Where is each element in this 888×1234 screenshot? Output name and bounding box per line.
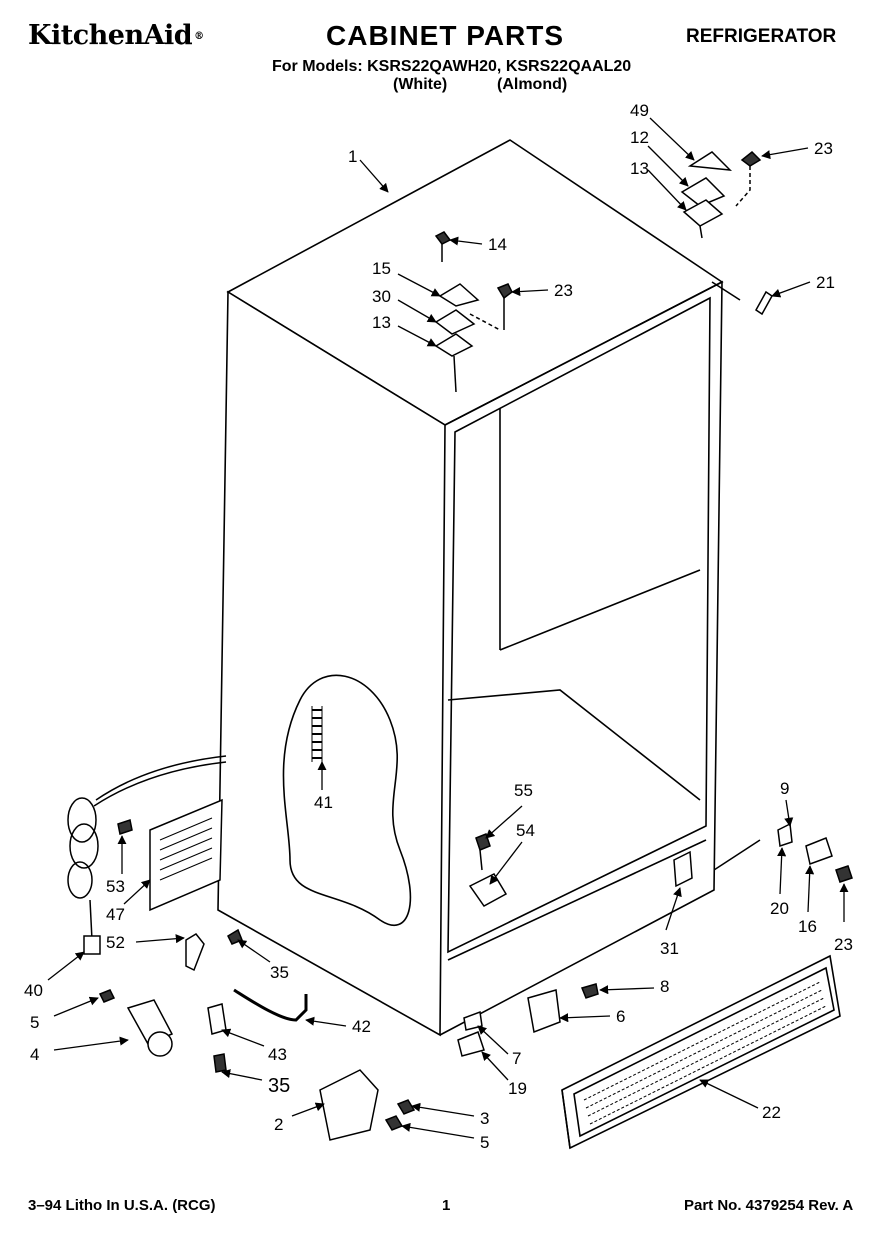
model-numbers: For Models: KSRS22QAWH20, KSRS22QAAL20: [272, 58, 632, 75]
callout-47: 47: [106, 905, 125, 924]
callout-30: 30: [372, 287, 391, 306]
callout-35: 35: [268, 1075, 290, 1097]
top-hinge-right: [680, 150, 762, 239]
callout-13: 13: [372, 313, 391, 332]
callout-2: 2: [274, 1115, 283, 1134]
callout-5: 5: [480, 1133, 489, 1152]
callout-15: 15: [372, 259, 391, 278]
callout-52: 52: [106, 933, 125, 952]
callout-labels: 1 49 12 13 23 14 15 23 30 13 21 41 55 54…: [24, 101, 853, 1152]
callout-31: 31: [660, 939, 679, 958]
callout-35: 35: [270, 963, 289, 982]
brand-name: KitchenAid: [28, 20, 193, 51]
callout-54: 54: [516, 821, 535, 840]
page-title: CABINET PARTS: [326, 20, 565, 51]
top-right-pin: [755, 290, 773, 316]
variant-white: (White): [393, 76, 448, 93]
callout-3: 3: [480, 1109, 489, 1128]
power-cord-assembly: [67, 755, 227, 955]
callout-16: 16: [798, 917, 817, 936]
footer-print-info: 3–94 Litho In U.S.A. (RCG): [28, 1197, 216, 1214]
callout-9: 9: [780, 779, 789, 798]
callout-20: 20: [770, 899, 789, 918]
callout-43: 43: [268, 1045, 287, 1064]
top-hinge-left: [434, 231, 513, 393]
callout-49: 49: [630, 101, 649, 120]
footer-part-number: Part No. 4379254 Rev. A: [684, 1197, 854, 1214]
callout-8: 8: [660, 977, 669, 996]
callout-22: 22: [762, 1103, 781, 1122]
callout-23: 23: [554, 281, 573, 300]
appliance-category: REFRIGERATOR: [686, 26, 837, 47]
right-lower-parts: [713, 822, 853, 883]
callout-23: 23: [814, 139, 833, 158]
callout-14: 14: [488, 235, 507, 254]
leader-lines: [47, 117, 849, 1139]
variant-almond: (Almond): [497, 76, 568, 93]
spring-part: [311, 706, 323, 762]
callout-19: 19: [508, 1079, 527, 1098]
registered-mark: ®: [194, 31, 204, 42]
callout-5: 5: [30, 1013, 39, 1032]
toe-grille: [561, 954, 841, 1150]
callout-13: 13: [630, 159, 649, 178]
callout-53: 53: [106, 877, 125, 896]
control-box: [117, 798, 243, 972]
callout-21: 21: [816, 273, 835, 292]
center-lower-parts: [457, 833, 693, 1057]
footer-page-number: 1: [442, 1197, 451, 1214]
lower-left-parts: [98, 988, 416, 1141]
callout-23: 23: [834, 935, 853, 954]
callout-1: 1: [348, 147, 357, 166]
callout-7: 7: [512, 1049, 521, 1068]
callout-42: 42: [352, 1017, 371, 1036]
kitchenaid-logo: KitchenAid®: [28, 20, 204, 51]
callout-4: 4: [30, 1045, 39, 1064]
callout-41: 41: [314, 793, 333, 812]
callout-40: 40: [24, 981, 43, 1000]
callout-55: 55: [514, 781, 533, 800]
callout-6: 6: [616, 1007, 625, 1026]
cabinet: [217, 139, 741, 1037]
callout-12: 12: [630, 128, 649, 147]
